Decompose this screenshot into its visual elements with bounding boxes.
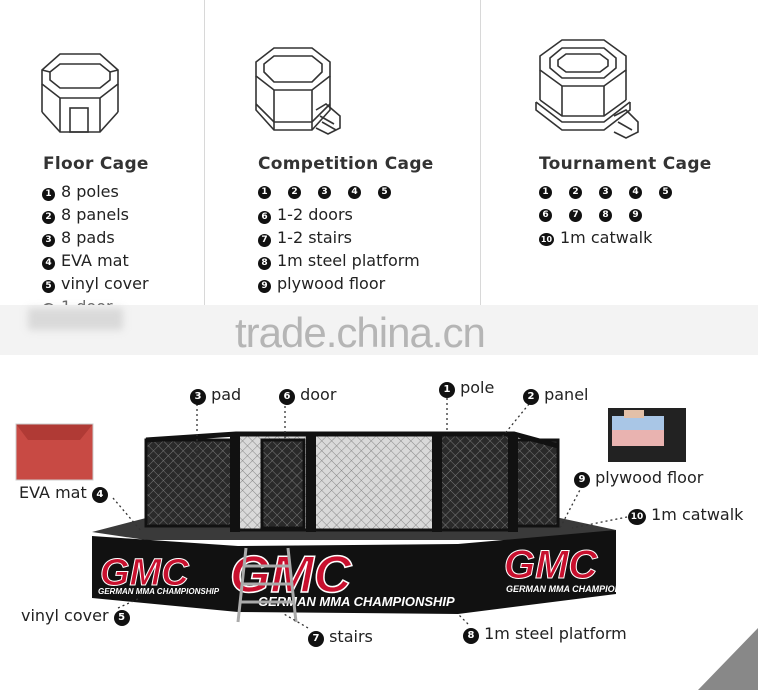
callout-steel-platform: 8 1m steel platform (463, 624, 627, 644)
cage-panel (436, 432, 516, 532)
banner-tagline-left: GERMAN MMA CHAMPIONSHIP (98, 587, 220, 596)
banner-tagline-right: GERMAN MMA CHAMPIONSHIP (506, 584, 643, 594)
tournament-cage-illustration (535, 39, 639, 139)
callout-catwalk: 10 1m catwalk (628, 505, 743, 525)
cage-panel (144, 438, 238, 528)
column-divider (480, 0, 481, 305)
vinyl-skirt (92, 530, 616, 614)
floor-cage-title: Floor Cage (43, 154, 149, 174)
tournament-cage-title: Tournament Cage (539, 154, 712, 174)
banner-brand-right: GMC (504, 543, 598, 587)
banner-tagline: GERMAN MMA CHAMPIONSHIP (258, 594, 455, 609)
competition-cage-illustration (255, 47, 341, 135)
corner-triangle (698, 628, 758, 690)
callout-plywood-floor: 9 plywood floor (574, 468, 703, 488)
cage-stairs (236, 547, 298, 623)
cage-door (260, 438, 306, 530)
cage-panel (310, 432, 440, 532)
plywood-floor-photo (608, 408, 686, 462)
callout-stairs: 7 stairs (308, 627, 373, 647)
column-divider (204, 0, 205, 305)
callout-eva-mat: EVA mat 4 (19, 483, 108, 503)
floor-cage-illustration (41, 53, 119, 133)
banner-brand-left: GMC (100, 552, 189, 594)
callout-panel: 2 panel (523, 385, 588, 405)
callout-door: 6 door (279, 385, 336, 405)
eva-mat-photo (15, 423, 94, 481)
callout-pole: 1 pole (439, 378, 494, 398)
watermark-band (0, 305, 758, 355)
cage-photo: GMC GMC GERMAN MMA CHAMPIONSHIP GMC GERM… (15, 398, 686, 629)
callout-vinyl-cover: vinyl cover 5 (21, 606, 130, 626)
watermark-text: trade.china.cn (235, 309, 486, 356)
cage-panel (512, 438, 560, 528)
competition-cage-title: Competition Cage (258, 154, 434, 174)
blurred-area (28, 308, 123, 330)
callout-pad: 3 pad (190, 385, 241, 405)
